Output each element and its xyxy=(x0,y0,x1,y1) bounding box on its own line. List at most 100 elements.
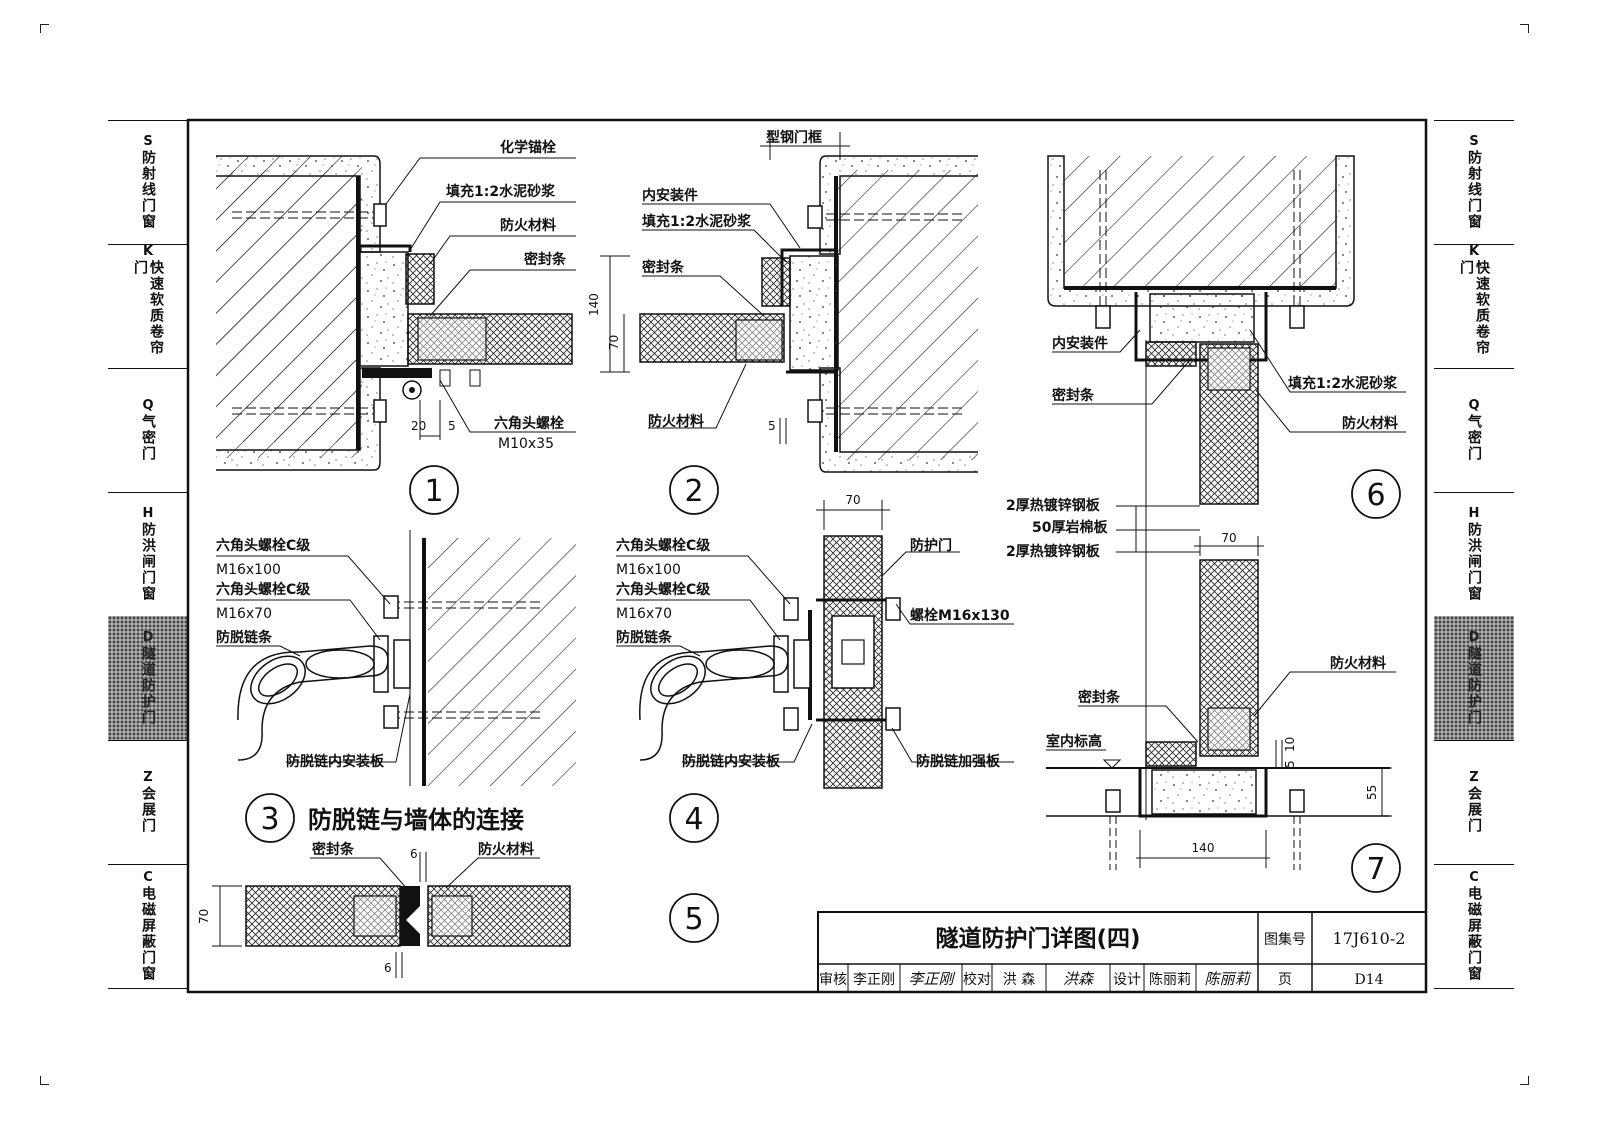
detail-2-frame-section xyxy=(600,132,978,473)
dim-10: 10 xyxy=(1283,737,1297,752)
detail-3-wall-section xyxy=(237,530,576,786)
detail-1-frame-section xyxy=(216,155,573,471)
detail-4-marker xyxy=(669,793,719,843)
tab-left-d[interactable]: D 隧道防护门 xyxy=(108,616,188,741)
right-category-tabs: S 防射线门窗 K 快速软质卷帘门 Q 气密门 H 防洪闸门窗 D 隧道防护门 … xyxy=(1434,120,1514,1012)
label-fill-mortar: 填充1:2水泥砂浆 xyxy=(446,183,556,200)
tab-label: 防洪闸门窗 xyxy=(140,522,156,602)
detail-2-number: 2 xyxy=(684,474,703,509)
drawing-title: 隧道防护门详图(四) xyxy=(935,925,1140,952)
detail-1-number: 1 xyxy=(424,474,443,509)
detail-3-caption: 防脱链与墙体的连接 xyxy=(308,806,524,834)
detail-7-marker xyxy=(1351,843,1401,893)
label-bolt-c-1-size: M16x100 xyxy=(216,562,281,578)
label-seal-strip-d6: 密封条 xyxy=(1051,387,1095,404)
detail-7-sill-section xyxy=(1046,559,1392,870)
label-bolt-c-1-size-d4: M16x100 xyxy=(616,562,681,578)
label-inner-fitting: 内安装件 xyxy=(642,187,698,204)
dim-70: 70 xyxy=(607,335,621,350)
label-fire-material-d6: 防火材料 xyxy=(1342,415,1398,432)
dim-20: 20 xyxy=(411,419,426,433)
label-steel-frame: 型钢门框 xyxy=(766,129,822,146)
tab-code: D xyxy=(1468,630,1480,645)
tab-left-s[interactable]: S 防射线门窗 xyxy=(108,120,188,245)
detail-1-leaders xyxy=(385,157,576,433)
label-fire-material: 防火材料 xyxy=(500,217,556,234)
review-label: 审核 xyxy=(819,972,847,988)
detail-5-number: 5 xyxy=(684,902,703,937)
dim-6-bottom: 6 xyxy=(384,961,392,975)
tab-right-c[interactable]: C 电磁屏蔽门窗 xyxy=(1434,864,1514,989)
tab-left-q[interactable]: Q 气密门 xyxy=(108,368,188,493)
detail-3-marker xyxy=(245,793,295,843)
detail-2-marker xyxy=(669,465,719,515)
label-steel-plate-1: 2厚热镀锌钢板 xyxy=(1006,497,1101,514)
reviewer-name: 李正刚 xyxy=(853,972,895,988)
tab-label: 防射线门窗 xyxy=(140,150,156,230)
detail-5-joint-section xyxy=(212,852,571,978)
label-chain: 防脱链条 xyxy=(216,629,273,646)
label-fill-mortar-2: 填充1:2水泥砂浆 xyxy=(642,213,752,230)
label-seal-strip-2: 密封条 xyxy=(641,259,685,276)
atlas-number: 17J610-2 xyxy=(1333,929,1406,948)
dim-70-d4: 70 xyxy=(845,493,860,507)
label-bolt-c-1-d4: 六角头螺栓C级 xyxy=(616,537,711,554)
label-bolt-c-2-size-d4: M16x70 xyxy=(616,606,672,622)
tab-code: C xyxy=(1469,870,1479,885)
tab-right-d[interactable]: D 隧道防护门 xyxy=(1434,616,1514,741)
tab-code: S xyxy=(143,134,153,149)
dim-140: 140 xyxy=(587,293,601,316)
tab-label: 快速软质卷帘门 xyxy=(1458,260,1490,356)
drawing-border xyxy=(186,118,1428,994)
tab-right-q[interactable]: Q 气密门 xyxy=(1434,368,1514,493)
label-indoor-level: 室内标高 xyxy=(1046,733,1102,750)
tab-code: H xyxy=(142,506,154,521)
tab-right-z[interactable]: Z 会展门 xyxy=(1434,740,1514,865)
tab-label: 电磁屏蔽门窗 xyxy=(1466,886,1482,982)
label-chemical-anchor: 化学锚栓 xyxy=(500,139,556,156)
dim-55: 55 xyxy=(1365,785,1379,800)
label-chain-plate: 防脱链内安装板 xyxy=(286,753,385,770)
tab-right-k[interactable]: K 快速软质卷帘门 xyxy=(1434,244,1514,369)
design-label: 设计 xyxy=(1113,972,1141,988)
tab-code: C xyxy=(143,870,153,885)
label-bolt-size: M10x35 xyxy=(498,436,554,452)
label-bolt-130: 螺栓M16x130 xyxy=(910,607,1010,624)
detail-6-marker xyxy=(1351,469,1401,519)
label-bolt-c-2-d4: 六角头螺栓C级 xyxy=(616,581,711,598)
tab-code: Q xyxy=(142,398,154,413)
tab-label: 防射线门窗 xyxy=(1466,150,1482,230)
detail-4-leaders xyxy=(616,551,1014,763)
label-protect-door: 防护门 xyxy=(910,537,952,554)
check-label: 校对 xyxy=(963,971,991,988)
crop-mark-bottom-left xyxy=(40,1076,49,1085)
detail-4-door-section xyxy=(639,500,901,789)
tab-code: Z xyxy=(143,770,153,785)
left-category-tabs: S 防射线门窗 K 快速软质卷帘门 Q 气密门 H 防洪闸门窗 D 隧道防护门 … xyxy=(108,120,188,1012)
tab-right-s[interactable]: S 防射线门窗 xyxy=(1434,120,1514,245)
tab-code: D xyxy=(142,630,154,645)
dim-5-d7: 5 xyxy=(1283,760,1297,768)
detail-4-number: 4 xyxy=(684,802,703,837)
label-bolt-c-1: 六角头螺栓C级 xyxy=(216,537,311,554)
detail-3-number: 3 xyxy=(260,802,279,837)
tab-left-c[interactable]: C 电磁屏蔽门窗 xyxy=(108,864,188,989)
checker-name: 洪 森 xyxy=(1003,972,1035,988)
label-hex-bolt: 六角头螺栓 xyxy=(494,415,564,432)
label-seal-strip: 密封条 xyxy=(523,251,567,268)
tab-label: 隧道防护门 xyxy=(1466,646,1482,726)
label-fire-material-d5: 防火材料 xyxy=(478,841,534,858)
detail-6-head-section xyxy=(1047,155,1355,556)
detail-5-marker xyxy=(669,893,719,943)
tab-left-k[interactable]: K 快速软质卷帘门 xyxy=(108,244,188,369)
detail-2-leaders xyxy=(642,203,801,429)
tab-label: 隧道防护门 xyxy=(140,646,156,726)
label-fire-material-2: 防火材料 xyxy=(648,413,704,430)
tab-label: 防洪闸门窗 xyxy=(1466,522,1482,602)
tab-left-z[interactable]: Z 会展门 xyxy=(108,740,188,865)
label-fill-mortar-d6: 填充1:2水泥砂浆 xyxy=(1288,375,1398,392)
dim-70-d6: 70 xyxy=(1221,531,1236,545)
tab-code: Q xyxy=(1468,398,1480,413)
page-number: D14 xyxy=(1354,972,1383,988)
